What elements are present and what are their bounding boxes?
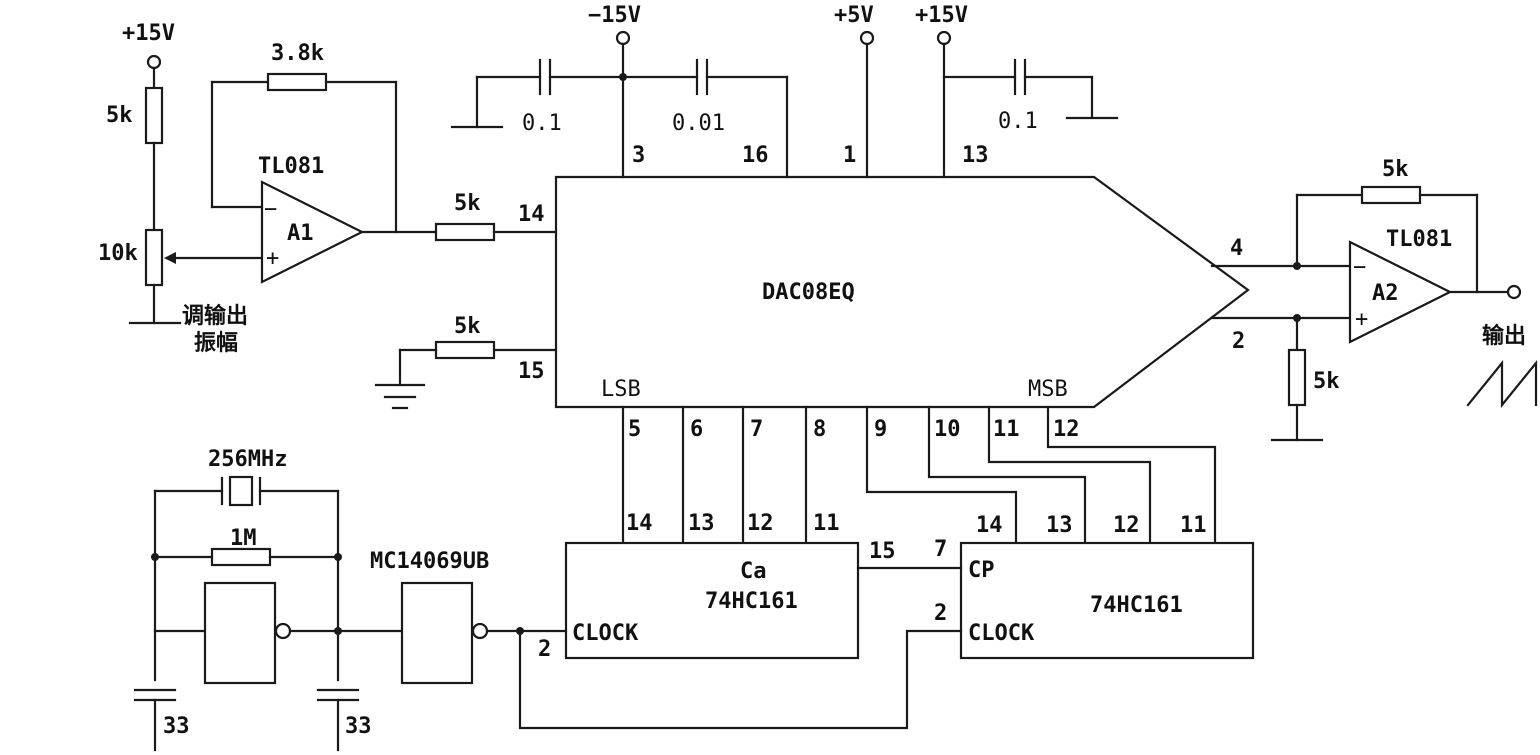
supply-label-pos15: +15V: [915, 3, 968, 28]
cap-label-c1: 0.1: [522, 111, 562, 136]
counter-1-pin-15: 15: [869, 539, 896, 564]
opamp-a2-plus: +: [1355, 307, 1368, 332]
sawtooth-waveform-icon: [1466, 359, 1538, 409]
opamp-a2-name: A2: [1372, 281, 1399, 306]
pin15-network: [374, 340, 558, 410]
oscillator: [133, 475, 963, 752]
wiper-arrow-icon: [164, 252, 176, 264]
dac-pin-5: 5: [628, 417, 641, 442]
pot-value-label: 10k: [98, 241, 138, 266]
opamp-a2-triangle: [1348, 240, 1453, 344]
dac-pin-4: 4: [1230, 236, 1243, 261]
counter-1-name-line1: Ca: [740, 559, 767, 584]
counter-2-pin-2: 2: [934, 601, 947, 626]
dac-pin-7: 7: [750, 417, 763, 442]
dac-pin-1: 1: [843, 143, 856, 168]
opamp-a2-model: TL081: [1386, 227, 1452, 252]
dac-pin-3: 3: [632, 143, 645, 168]
counter-2-cp: CP: [968, 558, 995, 583]
supply-label-left: +15V: [122, 21, 175, 46]
dac-lsb-label: LSB: [601, 377, 641, 402]
dac-pin-13: 13: [962, 143, 989, 168]
dac-body: [554, 175, 1250, 409]
inverter-osc: [203, 581, 277, 685]
counter-2-pin-11: 11: [1180, 513, 1207, 538]
supply-label-neg15: −15V: [588, 3, 641, 28]
counter-1-clock: CLOCK: [572, 621, 639, 646]
counter-1-pin-12: 12: [747, 511, 774, 536]
opamp-a1: [210, 72, 558, 284]
supply-label-pos5: +5V: [834, 3, 874, 28]
data-bus: [621, 405, 1217, 545]
inverter-name-label: MC14069UB: [370, 549, 489, 574]
res-label-in15: 5k: [454, 314, 481, 339]
counter-2-pin-7: 7: [934, 537, 947, 562]
counter-1-pin-13: 13: [688, 511, 715, 536]
opamp-a1-model: TL081: [258, 154, 324, 179]
res-label-fb-a2: 5k: [1382, 157, 1409, 182]
cap-label-c2: 0.01: [672, 111, 725, 136]
dac-pin-8: 8: [813, 417, 826, 442]
dac-pin-9: 9: [874, 417, 887, 442]
dac-pin-14: 14: [518, 202, 545, 227]
crystal-symbol: [228, 475, 254, 507]
counter-1-pin-11: 11: [813, 511, 840, 536]
dac-pin-12: 12: [1053, 417, 1080, 442]
res-label-out: 5k: [1313, 369, 1340, 394]
dac-pin-15: 15: [518, 359, 545, 384]
dac-chip: [554, 175, 1250, 409]
res-label-osc: 1M: [230, 526, 257, 551]
cap-label-c3: 0.1: [998, 109, 1038, 134]
output-terminal: [1506, 284, 1522, 300]
opamp-a1-minus: −: [264, 197, 277, 222]
inverter-mc14069ub: [400, 581, 474, 685]
counter-1-name-line2: 74HC161: [705, 589, 798, 614]
pot-divider: [128, 54, 264, 325]
res-label-in14: 5k: [454, 191, 481, 216]
counter-1-pin-2: 2: [538, 637, 551, 662]
opamp-a1-name: A1: [287, 221, 314, 246]
dac-supply-network: [450, 30, 1119, 179]
res-label-feedback-a1: 3.8k: [271, 41, 324, 66]
output-label: 输出: [1482, 323, 1526, 349]
counter-1-body: [564, 541, 860, 660]
counter-1-pin-14: 14: [626, 511, 653, 536]
pot-note-line1: 调输出: [182, 303, 248, 329]
cap-label-osc-left: 33: [163, 714, 190, 739]
opamp-a1-triangle: [260, 180, 365, 284]
counter-2-clock: CLOCK: [968, 621, 1035, 646]
dac-pin-16: 16: [742, 143, 769, 168]
dac-pin-2: 2: [1232, 329, 1245, 354]
opamp-a2-minus: −: [1353, 255, 1366, 280]
counter-2-pin-14: 14: [976, 513, 1003, 538]
counter-1: [564, 541, 860, 660]
cap-label-osc-right: 33: [345, 714, 372, 739]
dac-name: DAC08EQ: [762, 280, 855, 305]
res-label-top-pot: 5k: [106, 103, 133, 128]
dac-pin-6: 6: [690, 417, 703, 442]
opamp-a1-plus: +: [266, 246, 279, 271]
counter-2-pin-13: 13: [1046, 513, 1073, 538]
pot-note-line2: 振幅: [194, 331, 238, 356]
counter-2-body: [959, 541, 1255, 660]
dac-pin-11: 11: [993, 417, 1020, 442]
counter-2: [959, 541, 1255, 660]
counter-2-pin-12: 12: [1113, 513, 1140, 538]
dac-pin-10: 10: [934, 417, 961, 442]
crystal-freq-label: 256MHz: [208, 447, 287, 472]
opamp-a2: [1210, 185, 1538, 442]
counter-2-name: 74HC161: [1090, 593, 1183, 618]
dac-msb-label: MSB: [1028, 377, 1068, 402]
